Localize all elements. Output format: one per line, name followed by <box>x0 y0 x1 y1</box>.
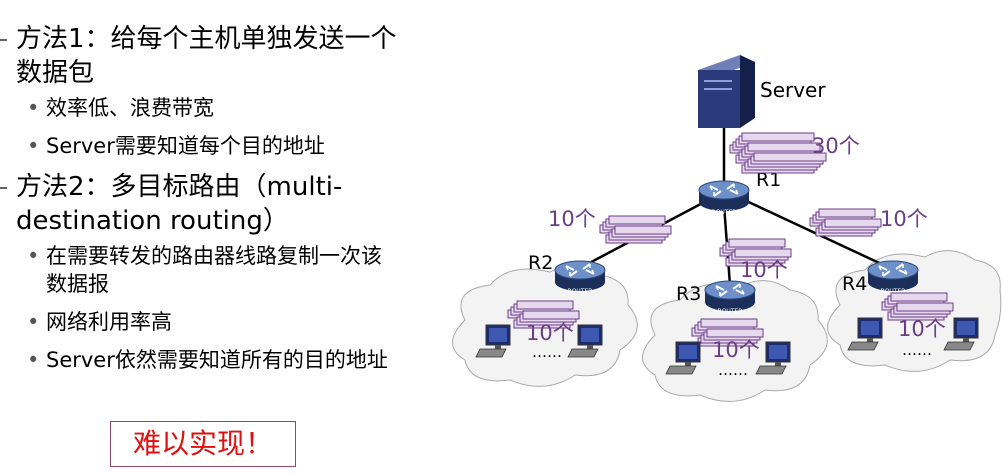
packet-icon <box>747 142 821 152</box>
network-diagram: Server ROUTER R1 ROUTER R2 ROUTER R3 ROU… <box>452 55 1002 402</box>
packet-icon <box>734 248 792 258</box>
packet-stack-r1-r3 <box>719 238 792 267</box>
count-lan3: 10个 <box>712 338 760 362</box>
bullet-dot-icon: • <box>27 96 40 120</box>
router-badge-r2: ROUTER <box>568 288 593 295</box>
server-icon <box>698 55 755 128</box>
packet-stack-r1-r2 <box>599 215 672 244</box>
router-label-r2: R2 <box>528 252 553 274</box>
bullet-dot-icon: • <box>27 310 40 334</box>
packet-icon <box>728 238 786 248</box>
bullet-list: 方法1：给每个主机单独发送一个 数据包 • 效率低、浪费带宽 • Server需… <box>0 22 450 384</box>
count-lan4: 10个 <box>898 317 946 341</box>
method1-bullet-1-text: 效率低、浪费带宽 <box>46 96 214 120</box>
lan2-ellipsis: …… <box>532 343 562 361</box>
server-label: Server <box>760 78 826 102</box>
router-label-r3: R3 <box>676 283 701 305</box>
method2-bullet-3: • Server依然需要知道所有的目的地址 <box>0 346 450 374</box>
method2-title-line2: destination routing） <box>16 206 289 236</box>
packet-stack-lan4 <box>881 292 954 321</box>
packet-icon <box>522 310 580 320</box>
packet-stack-lan2 <box>507 300 580 329</box>
packet-icon <box>700 318 758 328</box>
method2-bullet-2: • 网络利用率高 <box>0 308 450 336</box>
method2-bullet-1-text: 在需要转发的路由器线路复制一次该 <box>46 244 382 268</box>
packet-stack-r1-r4 <box>809 208 882 237</box>
router-icon-r1 <box>698 180 750 212</box>
count-r1-r4: 10个 <box>880 207 928 231</box>
method2-title: 方法2：多目标路由（multi- destination routing） <box>0 170 450 238</box>
method1-title-line2: 数据包 <box>16 58 95 88</box>
router-badge-r1: ROUTER <box>712 209 737 216</box>
packet-icon <box>890 292 948 302</box>
packet-icon <box>896 302 954 312</box>
packet-icon <box>741 132 815 142</box>
router-badge-r4: ROUTER <box>881 288 906 295</box>
lan3-ellipsis: …… <box>718 361 748 379</box>
router-icon-r4 <box>867 260 919 292</box>
packet-icon <box>753 152 827 162</box>
router-label-r4: R4 <box>842 273 867 295</box>
lan4-ellipsis: …… <box>902 341 932 359</box>
method2-bullet-1: • 在需要转发的路由器线路复制一次该 数据报 <box>0 242 450 298</box>
method1-title-line1: 方法1：给每个主机单独发送一个 <box>16 24 397 54</box>
method2-bullet-3-text: Server依然需要知道所有的目的地址 <box>46 348 388 372</box>
link-r1-r4 <box>739 196 891 270</box>
router-icon-r2 <box>554 260 606 292</box>
method1-bullet-2: • Server需要知道每个目的地址 <box>0 132 450 160</box>
packet-stack-lan3 <box>691 318 764 347</box>
router-icon-r3 <box>704 280 756 312</box>
count-server-link: 30个 <box>812 134 860 158</box>
packet-stack-server <box>729 132 827 174</box>
bullet-dot-icon: • <box>27 134 40 158</box>
conclusion-box: 难以实现！ <box>110 421 296 467</box>
bullet-dot-icon: • <box>27 244 40 268</box>
packet-icon <box>516 300 574 310</box>
method2-bullet-1-text-cont: 数据报 <box>46 272 109 296</box>
router-badge-r3: ROUTER <box>718 308 743 315</box>
method1-bullet-2-text: Server需要知道每个目的地址 <box>46 134 325 158</box>
method1-title: 方法1：给每个主机单独发送一个 数据包 <box>0 22 450 90</box>
count-r1-r2: 10个 <box>548 207 596 231</box>
packet-icon <box>614 225 672 235</box>
packet-icon <box>824 218 882 228</box>
count-lan2: 10个 <box>526 321 574 345</box>
count-r1-r3: 10个 <box>740 258 788 282</box>
method2-bullet-2-text: 网络利用率高 <box>46 310 172 334</box>
packet-icon <box>818 208 876 218</box>
bullet-dot-icon: • <box>27 348 40 372</box>
router-label-r1: R1 <box>756 169 781 191</box>
method1-bullet-1: • 效率低、浪费带宽 <box>0 94 450 122</box>
method2-title-line1: 方法2：多目标路由（multi- <box>16 172 343 202</box>
packet-icon <box>706 328 764 338</box>
packet-icon <box>608 215 666 225</box>
